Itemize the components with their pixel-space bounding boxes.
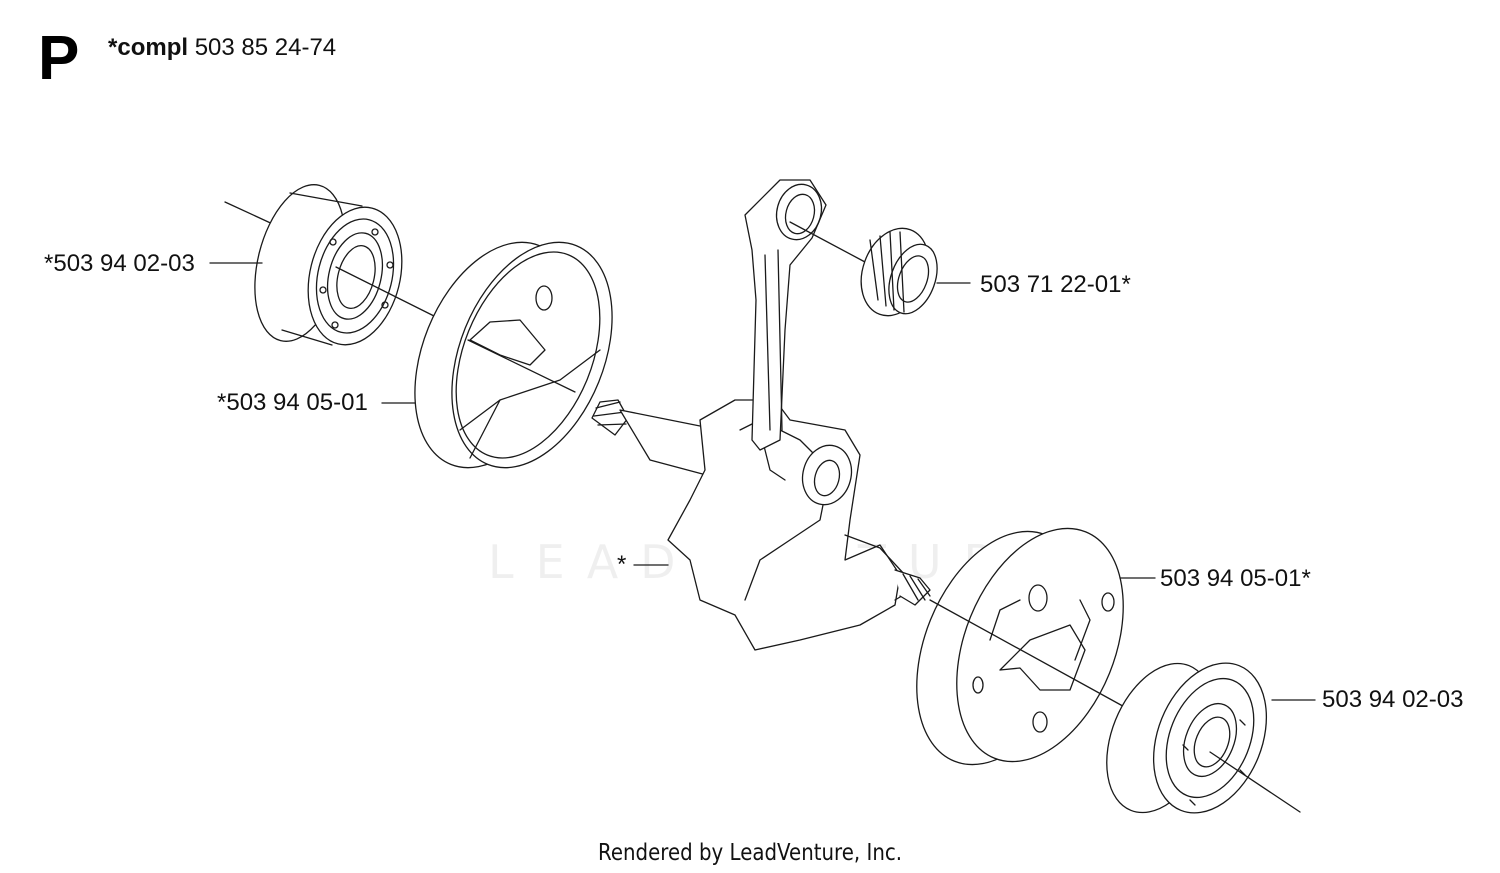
- compl-prefix: *compl: [108, 34, 189, 61]
- flywheel-half-right: [885, 504, 1155, 789]
- part-label-needle-bearing: 503 71 22-01*: [980, 271, 1131, 298]
- part-label-flywheel-left: *503 94 05-01: [217, 389, 368, 416]
- axis-line-left: [336, 267, 438, 318]
- axis-line-right: [930, 600, 1130, 710]
- part-label-bearing-right: 503 94 02-03: [1322, 686, 1464, 713]
- compl-number: 503 85 24-74: [194, 34, 337, 61]
- axis-line-mid: [468, 340, 575, 392]
- footer-credit: Rendered by LeadVenture, Inc.: [597, 840, 903, 866]
- section-letter: P: [38, 24, 80, 93]
- axis-line-lower: [1210, 752, 1300, 812]
- crankshaft: [592, 179, 930, 650]
- compl-label: *compl 503 85 24-74: [108, 34, 336, 62]
- part-label-flywheel-right: 503 94 05-01*: [1160, 565, 1311, 592]
- axis-line-rod: [790, 222, 865, 262]
- flywheel-half-left: [384, 219, 643, 492]
- bearing-left: [240, 175, 416, 355]
- bearing-right: [1086, 646, 1287, 830]
- part-label-crankshaft: *: [617, 551, 627, 578]
- part-label-bearing-left: *503 94 02-03: [44, 250, 195, 277]
- needle-bearing: [850, 219, 946, 325]
